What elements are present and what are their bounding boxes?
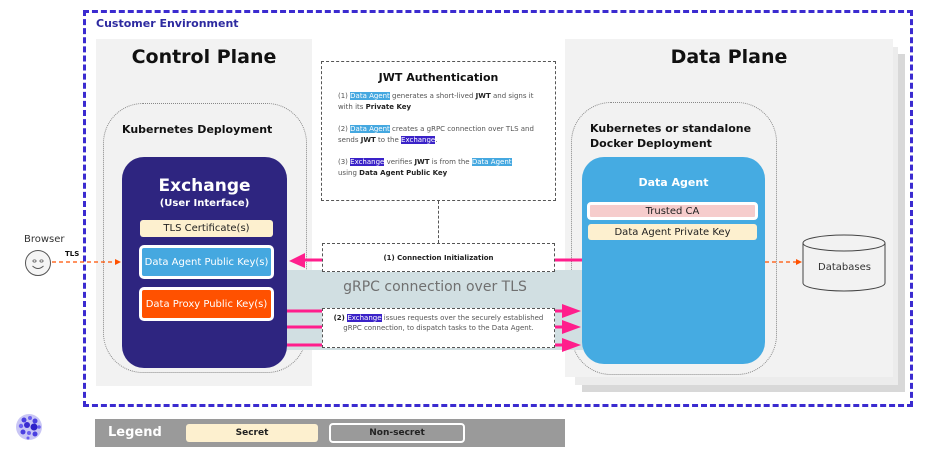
step-text: verifies — [384, 158, 415, 166]
step-text: to the — [375, 136, 402, 144]
exchange-subtitle: (User Interface) — [159, 198, 250, 209]
step-text: generates a short-lived — [389, 92, 476, 100]
legend-title: Legend — [108, 425, 162, 440]
exchange-highlight: Exchange — [347, 314, 382, 322]
connection-initialization-label: (1) Connection Initialization — [322, 243, 555, 272]
control-plane-deployment-label: Kubernetes Deployment — [122, 123, 273, 136]
legend-secret-swatch: Secret — [186, 424, 318, 442]
public-key-term: Data Agent Public Key — [359, 169, 448, 177]
control-plane-deployment-boundary — [103, 103, 307, 373]
data-agent-private-key: Data Agent Private Key — [588, 224, 757, 240]
step-text: using — [338, 169, 360, 177]
jwt-step-2: (2) Data Agent creates a gRPC connection… — [338, 124, 548, 146]
exchange-title: Exchange — [158, 176, 251, 196]
step-prefix: (2) — [333, 314, 348, 322]
data-agent-highlight: Data Agent — [350, 125, 390, 133]
smiley-face-icon — [32, 259, 44, 269]
step-text: is from the — [429, 158, 472, 166]
jwt-term: JWT — [360, 136, 376, 144]
requests-text: issues requests over the securely establ… — [343, 314, 544, 332]
trusted-ca-key: Trusted CA — [587, 202, 758, 220]
data-agent-public-key: Data Agent Public Key(s) — [139, 245, 274, 279]
step-text: creates a gRPC connection over TLS and s… — [338, 125, 534, 144]
tls-certificate-key: TLS Certificate(s) — [140, 220, 273, 237]
databases-label: Databases — [818, 262, 871, 273]
browser-label: Browser — [24, 234, 65, 245]
legend-nonsecret-swatch: Non-secret — [329, 423, 465, 443]
step-prefix: (2) — [338, 125, 351, 133]
customer-environment-label: Customer Environment — [96, 17, 239, 30]
exchange-highlight: Exchange — [350, 158, 385, 166]
company-logo-icon — [16, 414, 42, 440]
step-prefix: (3) — [338, 158, 351, 166]
tls-connection-label: TLS — [65, 250, 80, 258]
jwt-connector-line — [438, 201, 439, 243]
step-text: and signs it with its — [338, 92, 534, 111]
databases-cylinder-icon — [802, 234, 886, 292]
grpc-connection-label: gRPC connection over TLS — [343, 279, 527, 295]
step-text: . — [435, 136, 438, 144]
data-agent-title: Data Agent — [638, 176, 709, 189]
customer-environment-boundary — [83, 10, 913, 407]
data-plane-deployment-boundary — [571, 102, 777, 375]
exchange-highlight: Exchange — [401, 136, 436, 144]
step-prefix: (1) — [338, 92, 351, 100]
browser-user-icon — [25, 250, 51, 276]
jwt-term: JWT — [414, 158, 430, 166]
requests-dispatch-label: (2) Exchange issues requests over the se… — [322, 308, 555, 348]
jwt-step-3: (3) Exchange verifies JWT is from the Da… — [338, 157, 548, 179]
data-agent-highlight: Data Agent — [350, 92, 390, 100]
data-plane-title: Data Plane — [670, 46, 788, 68]
data-plane-deployment-label: Kubernetes or standalone Docker Deployme… — [590, 122, 752, 150]
jwt-step-1: (1) Data Agent generates a short-lived J… — [338, 91, 548, 113]
jwt-term: JWT — [475, 92, 491, 100]
data-agent-node — [582, 157, 765, 364]
private-key-term: Private Key — [365, 103, 412, 111]
control-plane-title: Control Plane — [131, 46, 277, 68]
data-agent-highlight: Data Agent — [471, 158, 512, 166]
jwt-authentication-title: JWT Authentication — [378, 71, 499, 84]
data-proxy-public-key: Data Proxy Public Key(s) — [139, 287, 274, 321]
